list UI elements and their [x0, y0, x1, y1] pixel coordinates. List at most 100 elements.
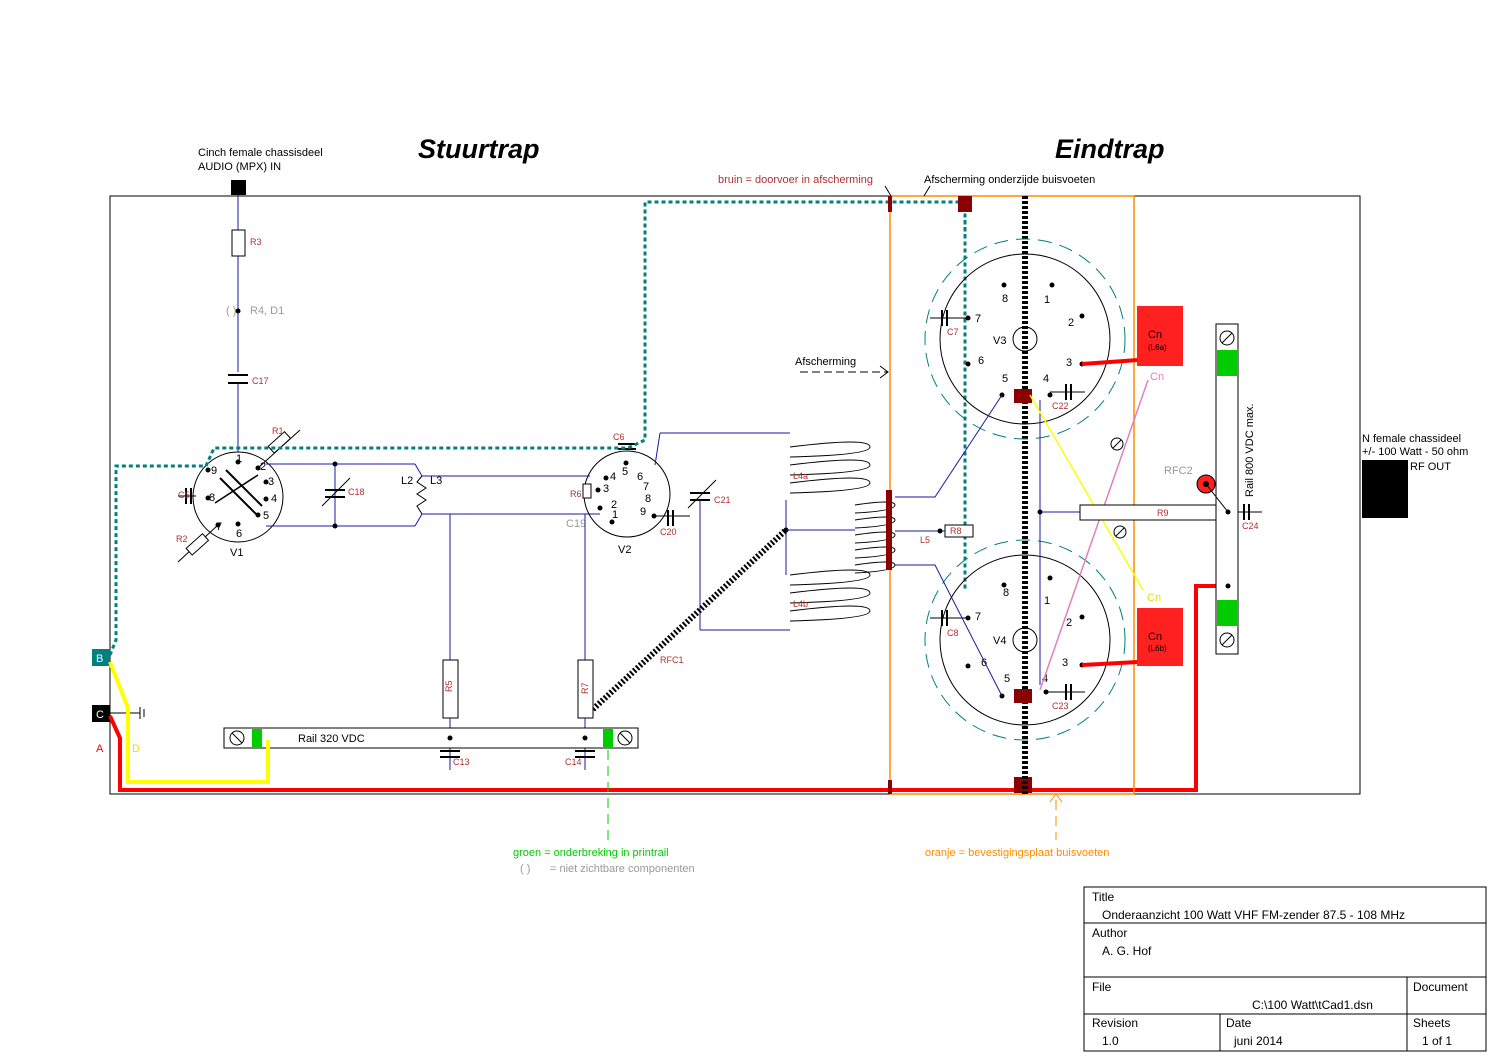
input-label-line2: AUDIO (MPX) IN — [198, 161, 281, 173]
title-block: Title Onderaanzicht 100 Watt VHF FM-zend… — [1083, 886, 1487, 1052]
tb-title-value: Onderaanzicht 100 Watt VHF FM-zender 87.… — [1102, 908, 1405, 922]
svg-text:4: 4 — [1042, 673, 1048, 685]
label-r7: R7 — [580, 682, 590, 694]
choke-rfc1 — [587, 527, 789, 715]
cn-label-a: Cn — [1148, 329, 1162, 341]
cn-pink-label: Cn — [1150, 371, 1164, 383]
rail-800 — [1215, 323, 1239, 655]
coil-l4a — [789, 441, 871, 494]
input-label-line1: Cinch female chassisdeel — [198, 147, 323, 159]
label-l4b: L4b — [793, 599, 808, 609]
hidden-bracket: ( ) — [226, 305, 236, 317]
svg-text:8: 8 — [1002, 293, 1008, 305]
svg-text:3: 3 — [268, 476, 274, 488]
tb-document-label: Document — [1413, 980, 1468, 994]
label-c7: C7 — [947, 327, 959, 337]
note-afscherming-top: Afscherming onderzijde buisvoeten — [924, 174, 1095, 186]
anode-lead-v4 — [1081, 660, 1139, 667]
cn-box-l6b — [1137, 608, 1183, 666]
tb-date-value: juni 2014 — [1233, 1034, 1283, 1048]
label-rfc1: RFC1 — [660, 655, 684, 665]
label-c24: C24 — [1242, 521, 1259, 531]
note-afscherming-side: Afscherming — [795, 356, 856, 368]
label-rfc2: RFC2 — [1164, 465, 1193, 477]
tb-revision-label: Revision — [1092, 1016, 1138, 1030]
svg-text:7: 7 — [975, 611, 981, 623]
svg-text:4: 4 — [610, 471, 616, 483]
tube-socket-v3 — [939, 253, 1111, 425]
label-c17: C17 — [252, 376, 269, 386]
node — [235, 308, 241, 314]
output-label-line2: +/- 100 Watt - 50 ohm — [1362, 446, 1468, 458]
label-r8: R8 — [950, 526, 962, 536]
heading-stuurtrap: Stuurtrap — [418, 134, 540, 164]
red-wire — [108, 584, 1228, 792]
label-r5: R5 — [444, 680, 454, 692]
svg-text:3: 3 — [1066, 357, 1072, 369]
resistor-r3 — [231, 229, 246, 257]
resistor-r9 — [1079, 504, 1229, 521]
label-c13: C13 — [453, 757, 470, 767]
svg-text:3: 3 — [603, 483, 609, 495]
label-c6: C6 — [613, 432, 625, 442]
svg-text:5: 5 — [1002, 373, 1008, 385]
v1-internal — [214, 474, 259, 504]
svg-text:9: 9 — [211, 465, 217, 477]
heading-eindtrap: Eindtrap — [1055, 134, 1165, 164]
svg-text:8: 8 — [209, 492, 215, 504]
inductor-l2-l3 — [416, 475, 427, 515]
terminal-b-label: B — [96, 653, 103, 665]
tube-socket-v4 — [939, 554, 1111, 726]
resistor-r6 — [582, 483, 592, 499]
label-c18: C18 — [348, 487, 365, 497]
svg-text:1: 1 — [612, 509, 618, 521]
label-l4a: L4a — [793, 471, 808, 481]
tb-date-label: Date — [1226, 1016, 1252, 1030]
svg-text:3: 3 — [1062, 657, 1068, 669]
tb-title-label: Title — [1092, 890, 1115, 904]
svg-text:5: 5 — [622, 466, 628, 478]
tb-file-label: File — [1092, 980, 1112, 994]
label-r3: R3 — [250, 237, 262, 247]
note-bruin: bruin = doorvoer in afscherming — [718, 174, 873, 186]
note-bracket: ( ) — [520, 863, 530, 875]
n-connector — [1362, 460, 1408, 518]
svg-text:2: 2 — [1066, 617, 1072, 629]
svg-text:6: 6 — [637, 471, 643, 483]
svg-text:2: 2 — [611, 499, 617, 511]
terminal-c — [92, 705, 110, 722]
output-label-line3: RF OUT — [1410, 461, 1451, 473]
pink-lead — [1039, 379, 1149, 691]
cn-l6b: (L6b) — [1148, 644, 1167, 653]
v1-internal-shield — [225, 469, 263, 507]
green-break — [603, 729, 613, 747]
green-break — [1217, 350, 1237, 376]
wire — [895, 394, 1003, 498]
svg-text:2: 2 — [260, 461, 266, 473]
svg-text:7: 7 — [643, 481, 649, 493]
tb-author-value: A. G. Hof — [1102, 944, 1152, 958]
yellow-lead — [1029, 394, 1144, 591]
tb-file-value: C:\100 Watt\tCad1.dsn — [1252, 998, 1373, 1012]
wire-label-d: D — [132, 743, 140, 755]
feedthrough — [958, 196, 972, 212]
anode-lead-v3 — [1081, 358, 1139, 366]
tube-socket-v1 — [192, 451, 284, 543]
label-c21: C21 — [714, 495, 731, 505]
label-r2: R2 — [176, 534, 188, 544]
label-r4-d1: R4, D1 — [250, 305, 284, 317]
label-c5: C5 — [178, 490, 190, 500]
svg-text:6: 6 — [236, 528, 242, 540]
coil-l4b — [789, 569, 871, 622]
rail-320 — [223, 727, 639, 749]
output-label-line1: N female chassideel — [1362, 433, 1461, 445]
terminal-b — [92, 649, 110, 666]
yellow-wire — [108, 661, 270, 784]
label-c14: C14 — [565, 757, 582, 767]
orange-plate — [889, 195, 1135, 795]
svg-text:2: 2 — [1068, 317, 1074, 329]
svg-text:1: 1 — [1044, 595, 1050, 607]
cn-yellow-label: Cn — [1147, 592, 1161, 604]
chassis-outline — [109, 195, 1361, 795]
